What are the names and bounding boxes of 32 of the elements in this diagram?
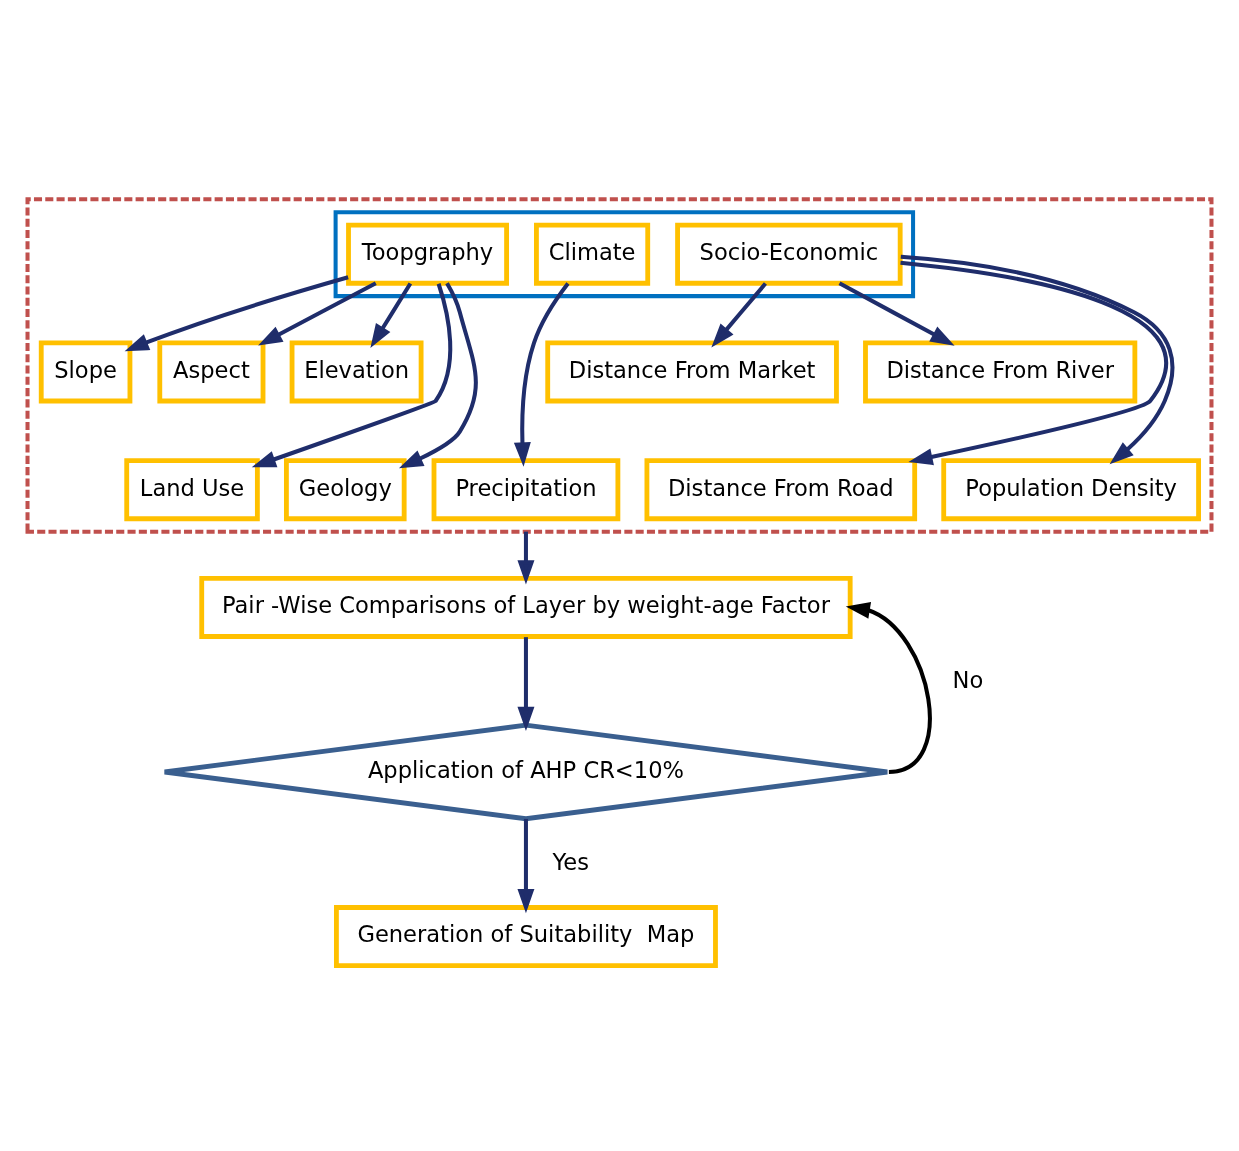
node-box: Socio-Economic xyxy=(675,222,903,286)
node-box: Elevation xyxy=(289,340,424,403)
arrow xyxy=(838,280,955,346)
node-box: Distance From River xyxy=(863,340,1138,403)
arrow xyxy=(845,601,932,774)
node-box: Population Density xyxy=(941,457,1201,521)
arrow xyxy=(124,274,349,351)
cluster xyxy=(25,196,1214,534)
node-box: Pair -Wise Comparisons of Layer by weight-age Factor xyxy=(199,575,853,639)
edge-label: Yes xyxy=(552,848,590,875)
node-box: Distance From Road xyxy=(644,457,918,521)
arrow xyxy=(370,281,413,348)
node-box: Generation of Suitability Map xyxy=(334,904,718,968)
arrow xyxy=(517,531,535,584)
node-diamond: Application of AHP CR<10% xyxy=(162,722,890,821)
arrow xyxy=(517,636,535,731)
node-box: Precipitation xyxy=(431,457,621,521)
arrow xyxy=(398,281,478,468)
arrow xyxy=(513,281,570,467)
arrow xyxy=(711,281,767,348)
node-box: Distance From Market xyxy=(545,340,839,403)
node-box: Geology xyxy=(284,457,407,521)
cluster xyxy=(333,209,916,298)
node-box: Toopgraphy xyxy=(346,222,509,286)
node-box: Climate xyxy=(534,222,651,286)
node-box: Slope xyxy=(38,340,133,403)
edge-label: No xyxy=(952,666,984,693)
arrow xyxy=(251,282,453,467)
arrow xyxy=(517,818,535,913)
node-box: Aspect xyxy=(157,340,266,403)
node-box: Land Use xyxy=(124,457,260,521)
arrow xyxy=(258,280,377,346)
